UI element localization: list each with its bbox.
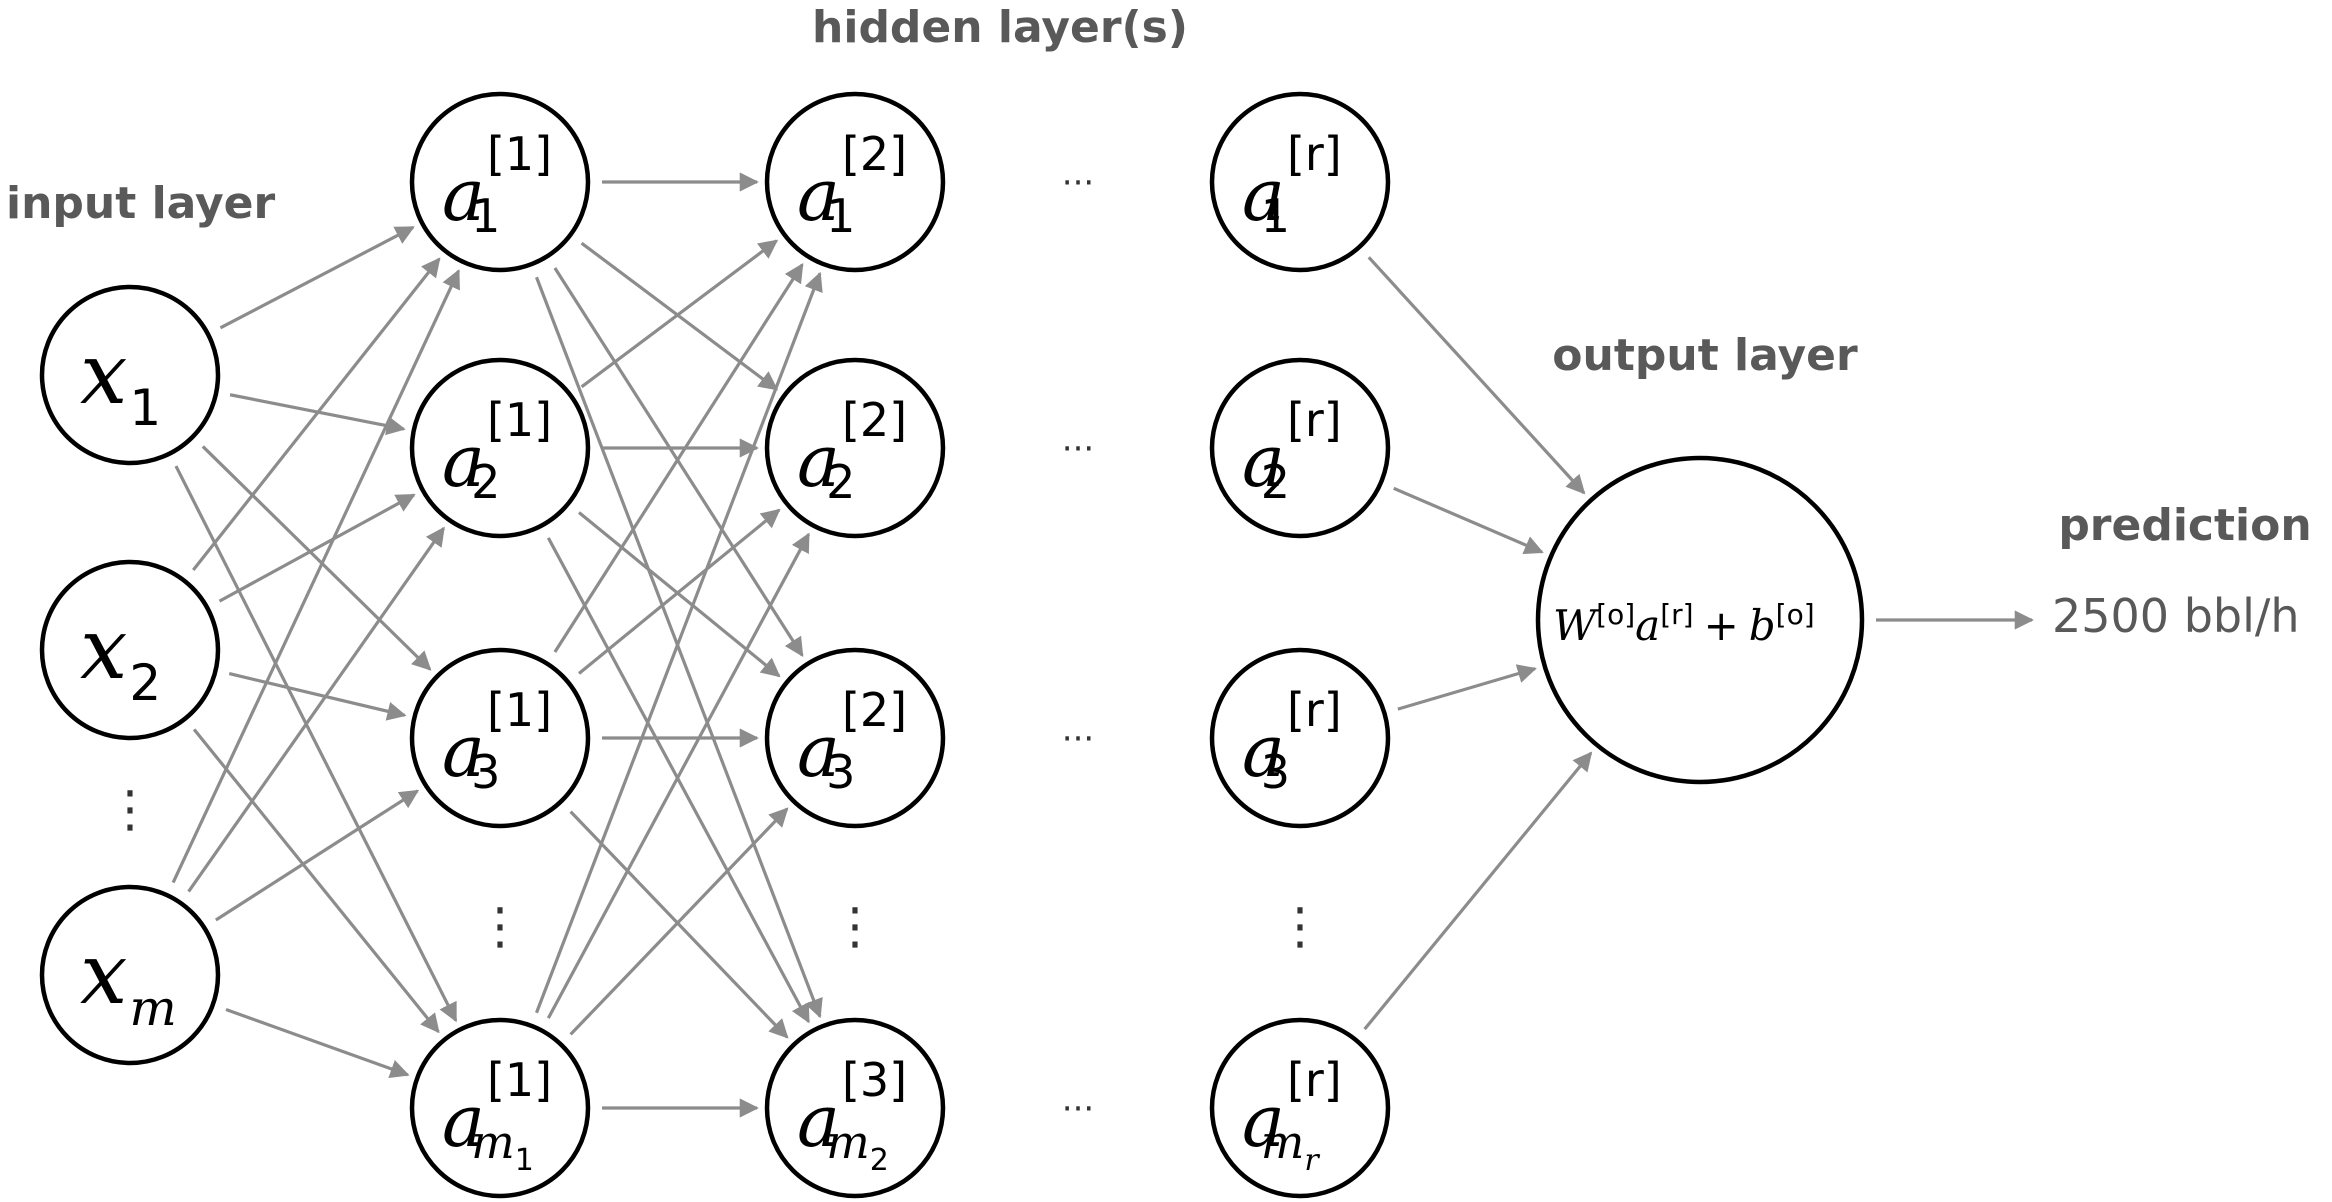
input-node-3: xm bbox=[39, 884, 221, 1066]
hidden1-node-3-circle bbox=[409, 647, 591, 829]
edge-input-1-to-h1-0 bbox=[192, 257, 441, 571]
hidden1-node-1: a[1]1 bbox=[409, 91, 591, 273]
ellipsis-horizontal-1: ··· bbox=[1062, 163, 1094, 203]
edge-input-0-to-h1-3 bbox=[174, 465, 458, 1023]
ellipsis-horizontal-2: ··· bbox=[1062, 429, 1094, 469]
input-layer-title: input layer bbox=[6, 178, 276, 229]
connection-edges bbox=[171, 172, 2034, 1118]
output-node-circle bbox=[1535, 455, 1865, 785]
edge-h1-1-to-h2-3 bbox=[546, 537, 810, 1024]
hidden2-node-4: a[3]m2 bbox=[764, 1017, 946, 1199]
hidden2-node-2-label: a[2]2 bbox=[797, 393, 907, 509]
hiddenr-node-2-label: a[r]2 bbox=[1242, 393, 1342, 509]
edge-input-2-to-h1-2 bbox=[215, 789, 420, 922]
ellipsis-vertical-3: ⋮ bbox=[830, 897, 880, 955]
edge-h1-2-to-h2-1 bbox=[577, 508, 781, 675]
hiddenr-node-3: a[r]3 bbox=[1209, 647, 1391, 829]
hidden-layer-title: hidden layer(s) bbox=[812, 2, 1188, 53]
hidden1-node-3-label: a[1]3 bbox=[442, 683, 552, 799]
hidden2-node-4-circle bbox=[764, 1017, 946, 1199]
output-formula: W[o]a[r]+b[o] bbox=[1553, 598, 1815, 650]
hiddenr-node-1: a[r]1 bbox=[1209, 91, 1391, 273]
edge-input-1-to-h1-3 bbox=[192, 728, 440, 1034]
prediction-value: 2500 bbl/h bbox=[2052, 589, 2300, 643]
ellipsis-vertical-4: ⋮ bbox=[1275, 897, 1325, 955]
hidden2-node-3: a[2]3 bbox=[764, 647, 946, 829]
edge-h1-3-to-h2-0 bbox=[535, 271, 823, 1014]
edge-input-0-to-h1-2 bbox=[201, 445, 432, 671]
hidden1-node-4-label: a[1]m1 bbox=[442, 1053, 552, 1178]
hidden2-node-1-label: a[2]1 bbox=[797, 127, 907, 243]
hiddenr-node-2: a[r]2 bbox=[1209, 357, 1391, 539]
hidden1-node-4-circle bbox=[409, 1017, 591, 1199]
hidden2-node-1: a[2]1 bbox=[764, 91, 946, 273]
hidden1-node-1-label: a[1]1 bbox=[442, 127, 552, 243]
hidden1-node-4: a[1]m1 bbox=[409, 1017, 591, 1199]
edge-h1-0-to-h2-2 bbox=[553, 267, 804, 658]
hidden2-node-3-circle bbox=[764, 647, 946, 829]
edge-input-2-to-h1-3 bbox=[225, 1007, 410, 1079]
hidden1-node-2-label: a[1]2 bbox=[442, 393, 552, 509]
hidden2-node-3-label: a[2]3 bbox=[797, 683, 907, 799]
edge-h1-1-to-h2-0 bbox=[580, 239, 779, 389]
prediction-title: prediction bbox=[2058, 500, 2311, 551]
hidden1-node-2-circle bbox=[409, 357, 591, 539]
hiddenr-node-1-circle bbox=[1209, 91, 1391, 273]
hidden2-node-1-circle bbox=[764, 91, 946, 273]
edge-input-2-to-h1-1 bbox=[187, 526, 445, 893]
hidden2-node-4-label: a[3]m2 bbox=[797, 1053, 907, 1178]
edge-hr-0-to-output bbox=[1367, 256, 1586, 495]
input-node-2-label: x2 bbox=[80, 600, 161, 712]
edge-hr-2-to-output bbox=[1397, 664, 1537, 711]
edge-input-0-to-h1-0 bbox=[219, 225, 415, 330]
hidden1-node-3: a[1]3 bbox=[409, 647, 591, 829]
ellipsis-vertical-2: ⋮ bbox=[475, 897, 525, 955]
ellipsis-horizontal-4: ··· bbox=[1062, 1089, 1094, 1129]
input-node-2-circle bbox=[39, 559, 221, 741]
edge-h1-3-to-h2-1 bbox=[546, 532, 810, 1019]
hiddenr-node-4-label: a[r]mr bbox=[1242, 1053, 1342, 1178]
edge-h1-0-to-h2-1 bbox=[580, 241, 779, 391]
hiddenr-node-4-circle bbox=[1209, 1017, 1391, 1199]
output-node: W[o]a[r]+b[o] bbox=[1535, 455, 1865, 785]
input-node-3-label: xm bbox=[80, 925, 177, 1037]
input-node-3-circle bbox=[39, 884, 221, 1066]
hidden1-node-2: a[1]2 bbox=[409, 357, 591, 539]
edge-input-1-to-h1-2 bbox=[228, 672, 407, 721]
input-node-1-circle bbox=[39, 284, 221, 466]
hiddenr-node-2-circle bbox=[1209, 357, 1391, 539]
ellipsis-vertical-1: ⋮ bbox=[105, 780, 155, 838]
hidden2-node-2-circle bbox=[764, 357, 946, 539]
edge-input-2-to-h1-0 bbox=[171, 269, 461, 884]
network-nodes: x1 x2 xm a[1]1 a[1]2 a[1]3 a[1]m1 a[2]1 a[2]2 a[2… bbox=[39, 91, 1391, 1199]
edge-h1-3-to-h2-2 bbox=[569, 807, 789, 1036]
hiddenr-node-1-label: a[r]1 bbox=[1242, 127, 1342, 243]
ellipsis-markers: ··· ··· ··· ··· ⋮ ⋮ ⋮ ⋮ bbox=[105, 163, 1325, 1129]
edge-h1-2-to-h2-0 bbox=[553, 262, 804, 653]
hidden1-node-1-circle bbox=[409, 91, 591, 273]
edge-hr-1-to-output bbox=[1393, 486, 1544, 555]
edge-hr-3-to-output bbox=[1363, 751, 1593, 1031]
hiddenr-node-3-circle bbox=[1209, 647, 1391, 829]
edge-input-1-to-h1-1 bbox=[218, 493, 416, 603]
input-node-2: x2 bbox=[39, 559, 221, 741]
edge-h1-2-to-h2-3 bbox=[569, 810, 789, 1039]
output-layer-title: output layer bbox=[1552, 330, 1858, 381]
hidden2-node-2: a[2]2 bbox=[764, 357, 946, 539]
input-node-1-label: x1 bbox=[80, 325, 161, 437]
input-node-1: x1 bbox=[39, 284, 221, 466]
hiddenr-node-3-label: a[r]3 bbox=[1242, 683, 1342, 799]
hiddenr-node-4: a[r]mr bbox=[1209, 1017, 1391, 1199]
ellipsis-horizontal-3: ··· bbox=[1062, 719, 1094, 759]
